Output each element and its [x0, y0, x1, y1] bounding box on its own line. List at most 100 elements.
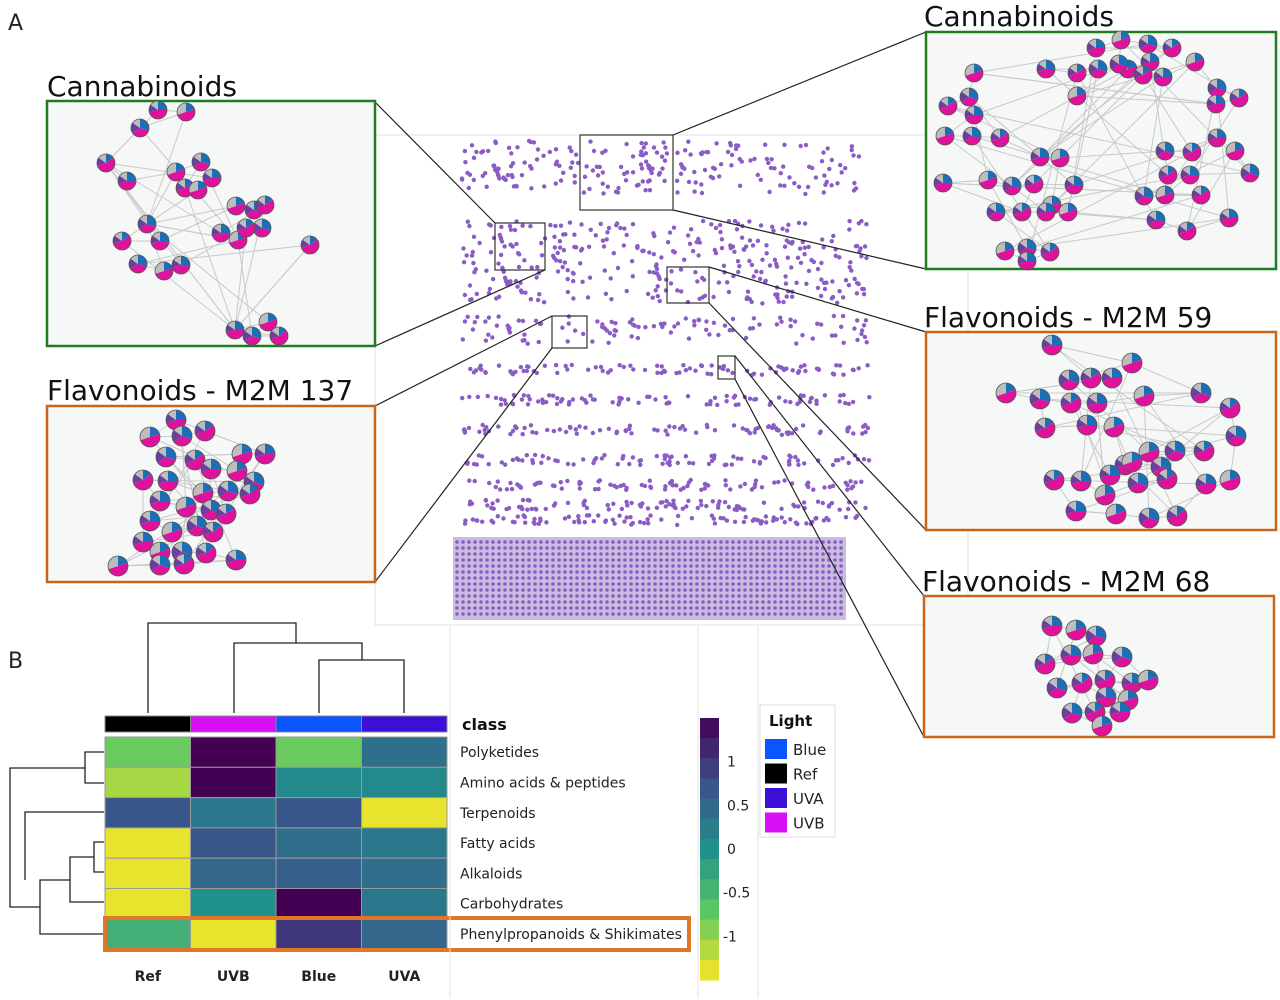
- pie-node: [1071, 672, 1093, 694]
- network-node: [615, 462, 620, 467]
- network-node: [840, 456, 845, 461]
- network-node: [786, 222, 791, 227]
- network-node: [462, 148, 468, 154]
- heatmap-cell: [104, 766, 191, 799]
- network-node: [629, 522, 634, 527]
- network-node: [473, 564, 477, 568]
- pie-outline: [1156, 468, 1178, 490]
- network-node: [689, 612, 693, 616]
- pie-outline: [1046, 677, 1068, 699]
- network-node: [641, 145, 646, 150]
- network-node: [773, 540, 777, 544]
- connector-line: [734, 378, 925, 738]
- network-node: [713, 558, 717, 562]
- network-node: [774, 517, 779, 522]
- network-node: [841, 392, 846, 398]
- network-node: [535, 264, 540, 270]
- network-node: [689, 564, 693, 568]
- colorbar-step: [700, 718, 719, 739]
- network-node: [509, 540, 513, 544]
- pie-outline: [191, 152, 211, 172]
- network-node: [683, 558, 687, 562]
- light-annotation-cell: [104, 715, 191, 733]
- network-node: [665, 240, 671, 245]
- pie-outline: [1185, 52, 1205, 72]
- edge: [995, 211, 1051, 253]
- pie-outline: [1088, 59, 1108, 79]
- network-node: [833, 588, 837, 592]
- network-node: [785, 546, 789, 550]
- network-node: [692, 169, 697, 175]
- pie-outline: [166, 162, 186, 182]
- legend-swatch: [765, 739, 787, 759]
- network-node: [843, 166, 848, 171]
- pie-outline: [1164, 440, 1186, 462]
- pie-slice: [995, 242, 1005, 254]
- pie-node: [225, 549, 247, 571]
- network-node: [827, 546, 831, 550]
- legend-swatch: [765, 812, 787, 833]
- heatmap-cell: [190, 918, 277, 950]
- network-node: [803, 142, 809, 148]
- network-node: [479, 576, 483, 580]
- network-node: [635, 564, 639, 568]
- network-node: [516, 264, 522, 270]
- pie-slice: [1196, 478, 1206, 488]
- network-node: [600, 238, 606, 243]
- network-node: [606, 507, 611, 512]
- network-node: [739, 159, 744, 164]
- network-node: [515, 552, 519, 556]
- network-node: [534, 370, 540, 376]
- network-node: [581, 570, 585, 574]
- network-node: [809, 546, 813, 550]
- pie-slice: [186, 497, 196, 507]
- network-node: [725, 546, 729, 550]
- pie-slice: [182, 542, 192, 556]
- network-node: [561, 170, 566, 175]
- network-node: [709, 458, 715, 463]
- row-label: Terpenoids: [459, 806, 536, 822]
- pie-outline: [1071, 672, 1093, 694]
- network-node: [659, 570, 663, 574]
- pie-slice: [1128, 60, 1137, 69]
- network-node: [803, 600, 807, 604]
- pie-slice: [1077, 87, 1086, 96]
- network-node: [719, 237, 725, 242]
- network-node: [459, 176, 465, 181]
- network-node: [803, 606, 807, 610]
- network-node: [497, 600, 501, 604]
- network-node: [742, 481, 748, 487]
- pie-outline: [117, 171, 137, 191]
- network-node: [749, 588, 753, 592]
- network-node: [803, 582, 807, 586]
- network-node: [468, 366, 473, 372]
- network-node: [761, 600, 765, 604]
- network-node: [761, 594, 765, 598]
- network-node: [551, 588, 555, 592]
- pie-node: [148, 100, 168, 120]
- network-node: [668, 455, 673, 460]
- network-node: [558, 259, 563, 264]
- network-node: [683, 564, 687, 568]
- network-node: [635, 600, 639, 604]
- network-node: [751, 517, 757, 522]
- network-node: [683, 570, 687, 574]
- network-node: [641, 564, 645, 568]
- network-node: [663, 504, 668, 509]
- network-node: [501, 516, 506, 521]
- network-node: [647, 552, 651, 556]
- network-node: [491, 570, 495, 574]
- network-node: [728, 245, 733, 251]
- network-node: [864, 222, 869, 227]
- network-node: [575, 576, 579, 580]
- network-node: [545, 552, 549, 556]
- network-node: [533, 558, 537, 562]
- edge: [987, 179, 1028, 249]
- network-node: [665, 540, 669, 544]
- network-node: [555, 250, 560, 256]
- network-node: [593, 576, 597, 580]
- network-node: [539, 600, 543, 604]
- network-node: [782, 142, 787, 147]
- pie-slice: [974, 106, 983, 115]
- network-node: [542, 363, 548, 368]
